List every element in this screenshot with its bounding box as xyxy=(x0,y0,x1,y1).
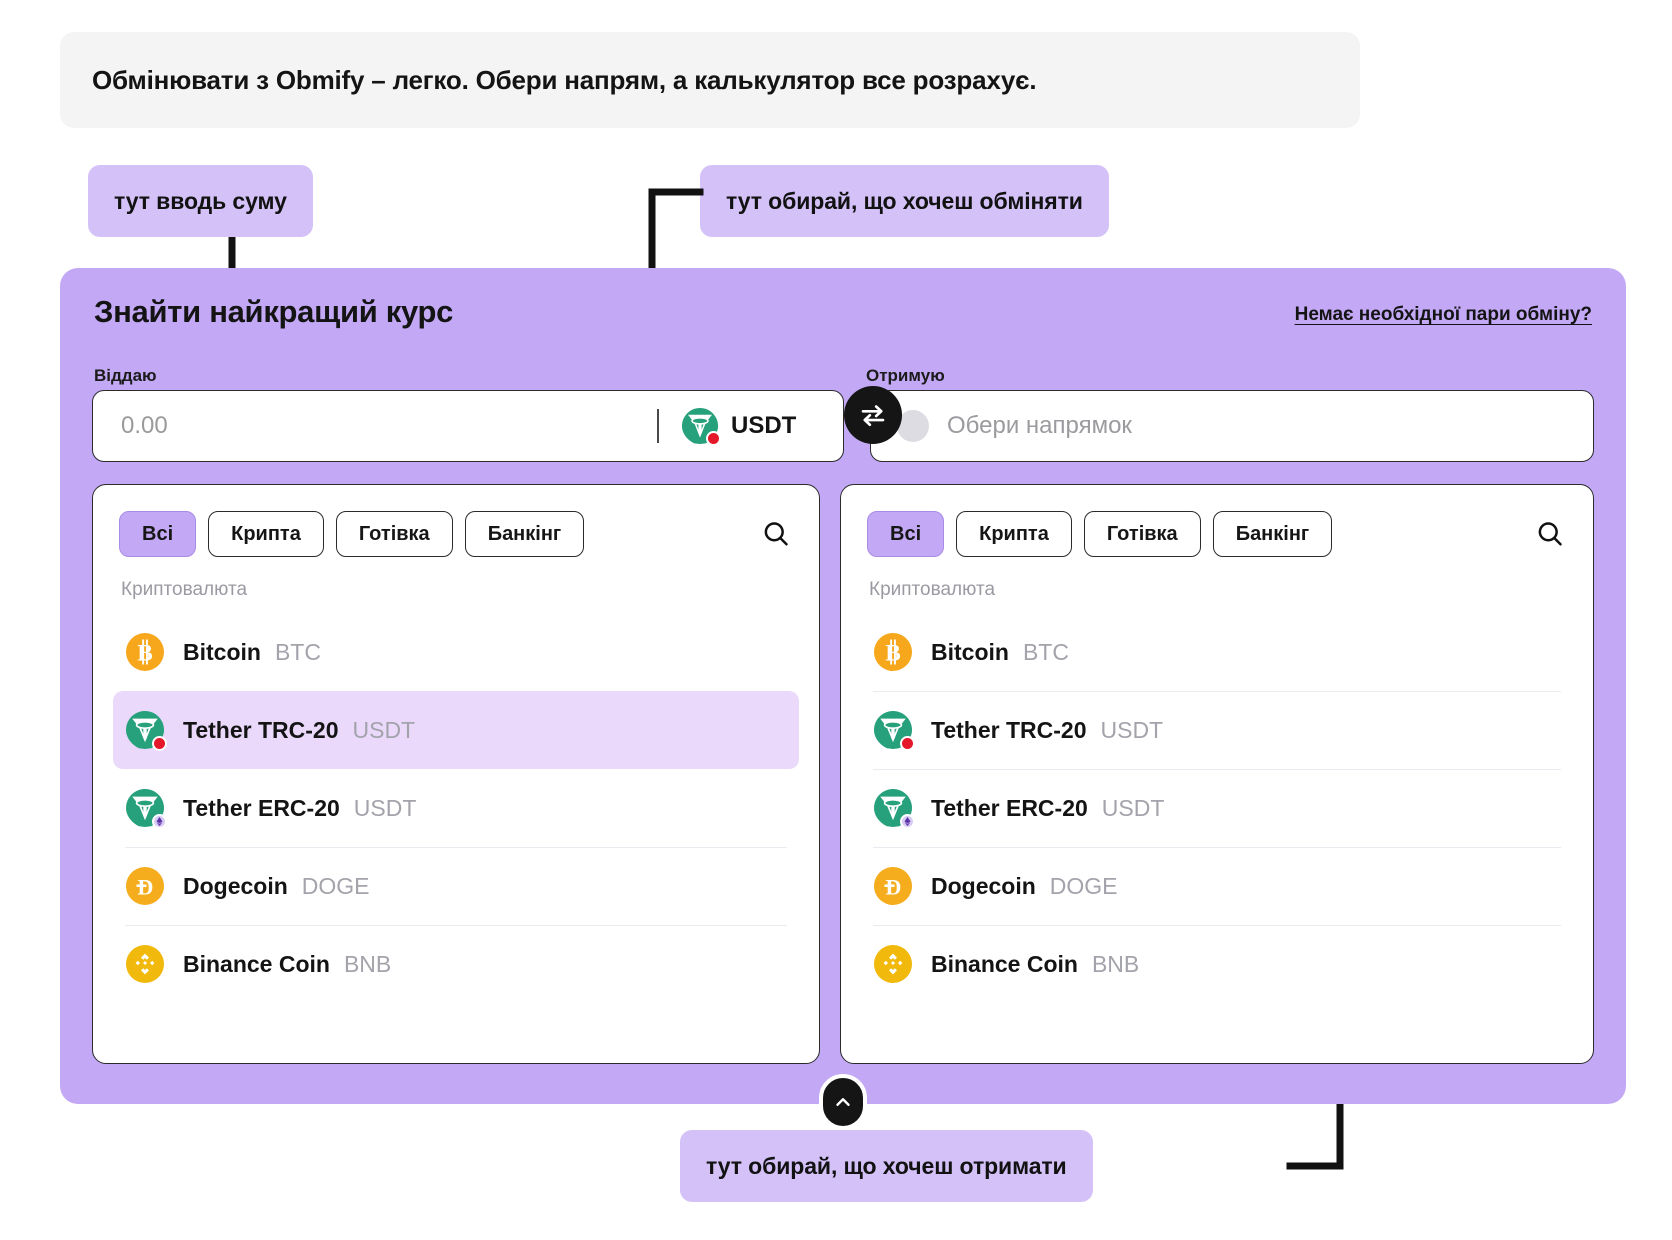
tron-network-badge xyxy=(900,736,915,751)
coin-name: Binance Coin xyxy=(931,950,1078,977)
get-coin-list: B Bitcoin BTC xyxy=(861,613,1573,1003)
get-field-label: Отримую xyxy=(866,366,945,385)
exchange-card: Знайти найкращий курс Немає необхідної п… xyxy=(60,268,1626,1130)
filter-all[interactable]: Всі xyxy=(119,511,197,557)
svg-text:B: B xyxy=(885,641,900,666)
filter-crypto[interactable]: Крипта xyxy=(956,511,1072,557)
tether-erc20-icon xyxy=(125,788,167,829)
swap-arrows-icon xyxy=(861,405,885,427)
list-item[interactable]: Binance Coin BNB xyxy=(113,925,799,1003)
svg-text:B: B xyxy=(137,641,152,666)
list-item[interactable]: Binance Coin BNB xyxy=(861,925,1573,1003)
coin-name: Binance Coin xyxy=(183,950,330,977)
list-item[interactable]: B Bitcoin BTC xyxy=(113,613,799,691)
give-currency-panel: Всі Крипта Готівка Банкінг Криптовалюта … xyxy=(92,484,820,1064)
give-currency-code: USDT xyxy=(731,412,797,439)
get-input-box[interactable]: Обери напрямок xyxy=(870,390,1594,462)
coin-name: Bitcoin xyxy=(183,638,261,665)
filter-cash[interactable]: Готівка xyxy=(335,511,453,557)
give-input-box[interactable]: USDT xyxy=(92,390,844,462)
tron-network-badge xyxy=(706,431,721,446)
coin-name: Dogecoin xyxy=(183,872,288,899)
callout-give-text: тут обирай, що хочеш обміняти xyxy=(726,187,1083,214)
give-coin-list: B Bitcoin BTC xyxy=(113,613,799,1003)
collapse-panel-button[interactable] xyxy=(819,1074,867,1130)
filter-banking[interactable]: Банкінг xyxy=(1212,511,1333,557)
coin-ticker: BTC xyxy=(1022,638,1069,665)
coin-ticker: BTC xyxy=(274,638,321,665)
ethereum-network-badge xyxy=(900,814,915,829)
filter-all[interactable]: Всі xyxy=(867,511,945,557)
dogecoin-icon: D xyxy=(873,866,913,906)
callout-give: тут обирай, що хочеш обміняти xyxy=(700,165,1109,237)
tether-trc20-icon xyxy=(125,710,167,751)
hero-banner: Обмінювати з Obmify – легко. Обери напря… xyxy=(60,32,1360,128)
get-filter-row: Всі Крипта Готівка Банкінг xyxy=(867,511,1567,557)
list-item[interactable]: Tether TRC-20 USDT xyxy=(113,691,799,769)
empty-coin-icon xyxy=(897,410,929,442)
list-item[interactable]: D Dogecoin DOGE xyxy=(113,847,799,925)
no-pair-link[interactable]: Немає необхідної пари обміну? xyxy=(1294,304,1592,325)
coin-ticker: USDT xyxy=(1101,794,1165,821)
text-caret xyxy=(657,409,659,443)
give-currency-selector[interactable]: USDT xyxy=(681,407,797,446)
group-label-crypto: Криптовалюта xyxy=(121,579,248,600)
coin-ticker: BNB xyxy=(343,950,392,977)
bitcoin-icon: B xyxy=(873,632,913,672)
get-placeholder-text: Обери напрямок xyxy=(947,412,1132,439)
coin-name: Bitcoin xyxy=(931,638,1009,665)
tether-trc20-icon xyxy=(873,710,915,751)
coin-ticker: DOGE xyxy=(1049,872,1118,899)
hero-banner-text: Обмінювати з Obmify – легко. Обери напря… xyxy=(92,64,1037,95)
bitcoin-icon: B xyxy=(125,632,165,672)
coin-ticker: USDT xyxy=(1100,716,1164,743)
filter-banking[interactable]: Банкінг xyxy=(464,511,585,557)
amount-input[interactable] xyxy=(93,411,653,441)
coin-name: Tether TRC-20 xyxy=(183,716,339,743)
tron-network-badge xyxy=(152,736,167,751)
group-label-crypto: Криптовалюта xyxy=(869,579,996,600)
tether-erc20-icon xyxy=(873,788,915,829)
callout-get-text: тут обирай, що хочеш отримати xyxy=(706,1152,1067,1179)
dogecoin-icon: D xyxy=(125,866,165,906)
callout-amount-text: тут вводь суму xyxy=(114,187,287,214)
binance-coin-icon xyxy=(873,944,913,984)
coin-name: Tether ERC-20 xyxy=(931,794,1088,821)
filter-cash[interactable]: Готівка xyxy=(1083,511,1201,557)
list-item[interactable]: B Bitcoin BTC xyxy=(861,613,1573,691)
search-icon[interactable] xyxy=(1533,517,1567,551)
callout-get: тут обирай, що хочеш отримати xyxy=(680,1130,1093,1202)
coin-ticker: USDT xyxy=(352,716,416,743)
give-filter-row: Всі Крипта Готівка Банкінг xyxy=(119,511,793,557)
list-item[interactable]: D Dogecoin DOGE xyxy=(861,847,1573,925)
chevron-up-icon xyxy=(836,1098,850,1106)
swap-direction-button[interactable] xyxy=(844,386,902,444)
search-icon[interactable] xyxy=(759,517,793,551)
coin-name: Dogecoin xyxy=(931,872,1036,899)
filter-crypto[interactable]: Крипта xyxy=(208,511,324,557)
list-item[interactable]: Tether TRC-20 USDT xyxy=(861,691,1573,769)
coin-name: Tether ERC-20 xyxy=(183,794,340,821)
tether-trc20-icon xyxy=(681,407,721,446)
binance-coin-icon xyxy=(125,944,165,984)
page-title: Знайти найкращий курс xyxy=(94,294,454,329)
ethereum-network-badge xyxy=(152,814,167,829)
coin-name: Tether TRC-20 xyxy=(931,716,1087,743)
list-item[interactable]: Tether ERC-20 USDT xyxy=(861,769,1573,847)
coin-ticker: DOGE xyxy=(301,872,370,899)
coin-ticker: BNB xyxy=(1091,950,1140,977)
get-currency-panel: Всі Крипта Готівка Банкінг Криптовалюта … xyxy=(840,484,1594,1064)
give-field-label: Віддаю xyxy=(94,366,157,385)
list-item[interactable]: Tether ERC-20 USDT xyxy=(113,769,799,847)
coin-ticker: USDT xyxy=(353,794,417,821)
callout-amount: тут вводь суму xyxy=(88,165,313,237)
